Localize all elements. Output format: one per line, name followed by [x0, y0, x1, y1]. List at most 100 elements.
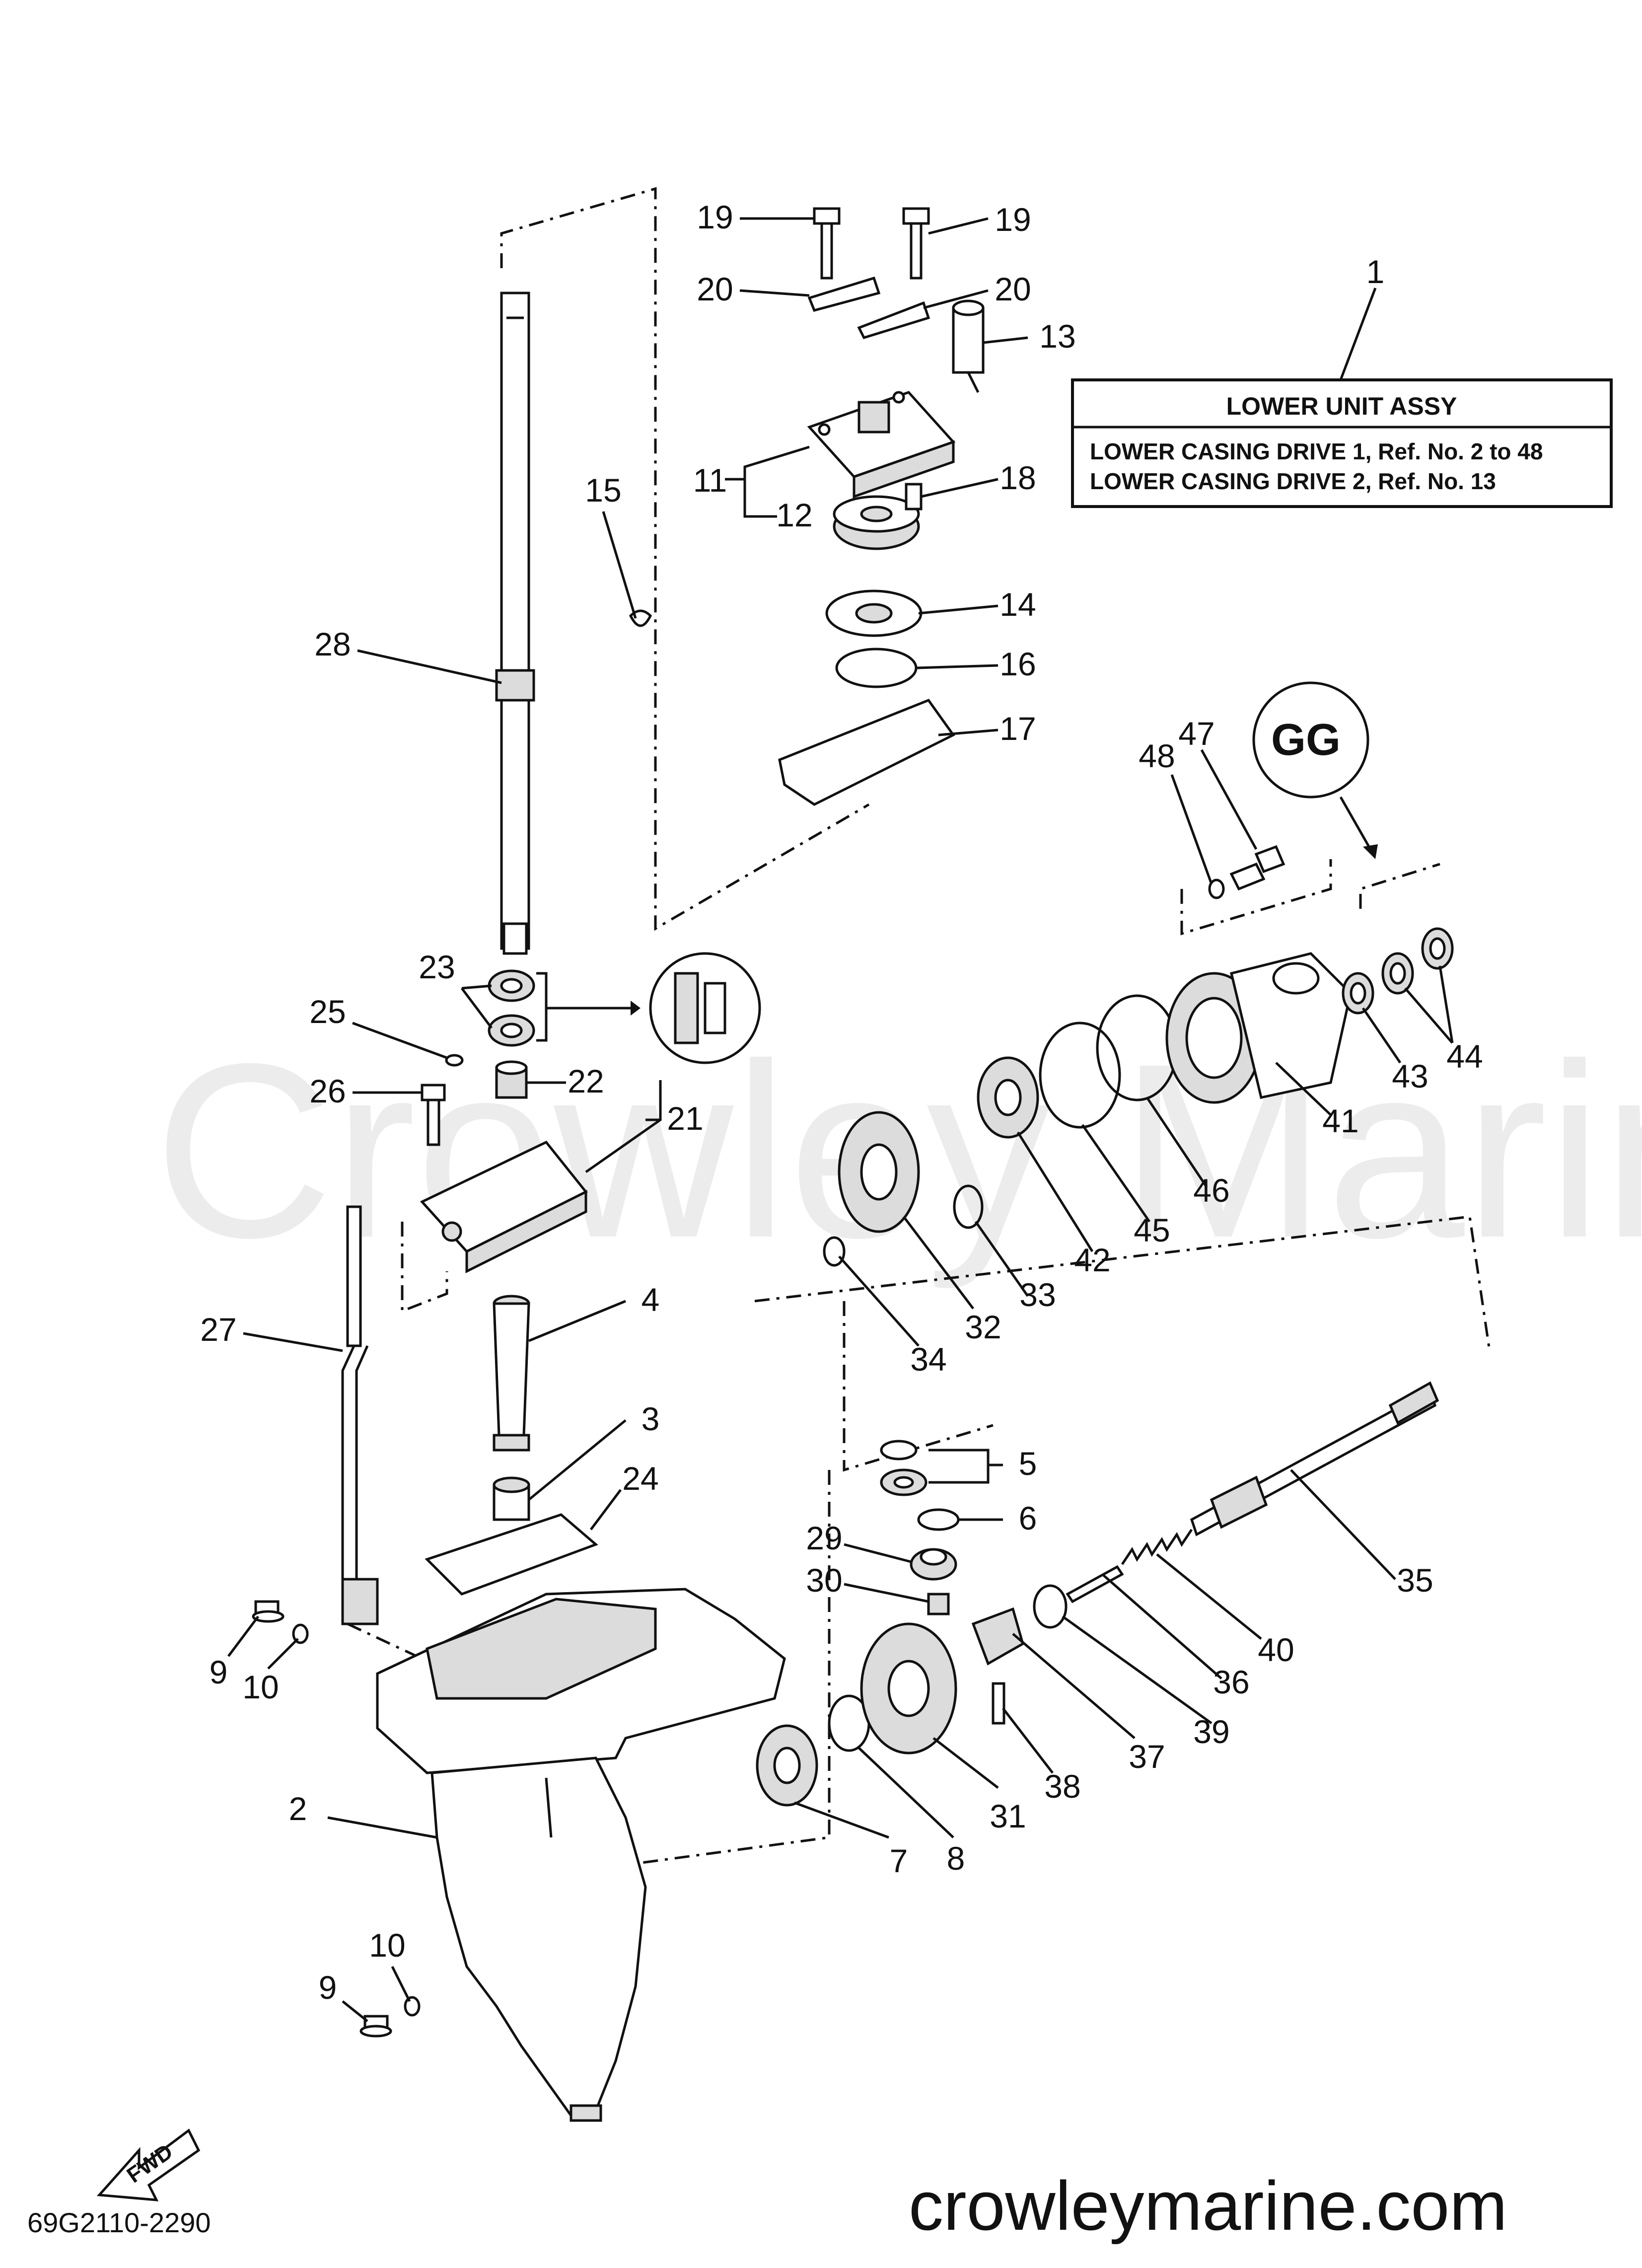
callout-20a: 20 — [697, 271, 733, 307]
callout-24: 24 — [622, 1460, 658, 1497]
shift-plunger — [1066, 1565, 1124, 1604]
callout-35: 35 — [1397, 1562, 1433, 1599]
drive-shaft — [495, 292, 535, 955]
grommet — [493, 1476, 530, 1521]
callout-45: 45 — [1134, 1212, 1170, 1248]
screws-washers-lower — [359, 1996, 421, 2038]
callout-21: 21 — [667, 1100, 703, 1137]
callout-36: 36 — [1213, 1664, 1249, 1700]
website-footer: crowleymarine.com — [909, 2167, 1507, 2245]
callout-3: 3 — [642, 1400, 660, 1437]
svg-text:GG: GG — [1271, 715, 1341, 765]
callout-33: 33 — [1019, 1276, 1056, 1313]
reverse-gear — [838, 1111, 920, 1233]
callout-2: 2 — [289, 1790, 307, 1827]
ball-bearing-42 — [977, 1056, 1039, 1139]
callout-18: 18 — [999, 459, 1036, 496]
assy-box-line-2: LOWER CASING DRIVE 2, Ref. No. 13 — [1090, 468, 1496, 494]
assy-box-line-1: LOWER CASING DRIVE 1, Ref. No. 2 to 48 — [1090, 439, 1543, 464]
callout-10a: 10 — [242, 1669, 279, 1705]
screws-washers-upper — [252, 1600, 309, 1644]
lower-casing — [376, 1588, 786, 2122]
diagram-code: 69G2110-2290 — [27, 2207, 211, 2238]
callout-4: 4 — [642, 1281, 660, 1318]
callout-42: 42 — [1074, 1242, 1110, 1278]
forward-arrow-icon: FWD — [96, 2128, 201, 2201]
callout-41: 41 — [1322, 1102, 1358, 1139]
water-tube-4 — [493, 1295, 530, 1452]
thrust-bearing — [880, 1440, 990, 1496]
callout-27: 27 — [200, 1311, 236, 1348]
bearings — [488, 969, 636, 1047]
callout-22: 22 — [568, 1063, 604, 1099]
callout-16: 16 — [999, 646, 1036, 682]
small-ring — [445, 1054, 464, 1067]
o-ring — [835, 648, 918, 688]
shift-rod — [341, 1205, 379, 1625]
bolts-and-plates — [807, 207, 930, 340]
pinion-gear — [910, 1548, 957, 1581]
callout-12: 12 — [776, 497, 812, 533]
callout-5: 5 — [1019, 1445, 1037, 1482]
callout-37: 37 — [1129, 1738, 1165, 1775]
callout-47: 47 — [1178, 715, 1214, 752]
callout-38: 38 — [1044, 1768, 1080, 1805]
cross-pin — [992, 1682, 1005, 1725]
housing-washer — [1208, 878, 1225, 899]
callout-25: 25 — [309, 993, 346, 1030]
bushing — [495, 1060, 528, 1099]
callout-9b: 9 — [319, 1969, 337, 2006]
callout-1: 1 — [1366, 253, 1385, 290]
callout-14: 14 — [999, 586, 1036, 623]
leader-1 — [1339, 288, 1377, 380]
callout-40: 40 — [1258, 1631, 1294, 1668]
housing-bolt — [1229, 845, 1285, 891]
water-pump-housing — [807, 391, 956, 499]
spring — [1121, 1529, 1193, 1565]
o-ring-39 — [1033, 1584, 1068, 1629]
callout-48: 48 — [1139, 737, 1175, 774]
callout-43: 43 — [1392, 1058, 1428, 1095]
callout-31: 31 — [990, 1798, 1026, 1834]
callout-labels: 1 2 3 4 5 6 7 8 9 9 10 10 11 12 13 14 15… — [200, 199, 1483, 2006]
impeller — [825, 589, 923, 637]
callout-8: 8 — [947, 1840, 965, 1877]
lubricant-symbol — [631, 952, 761, 1064]
callout-19a: 19 — [697, 199, 733, 235]
callout-13: 13 — [1039, 318, 1075, 355]
gasket — [425, 1513, 598, 1596]
outer-plate-cartridge — [778, 698, 955, 806]
callout-6: 6 — [1019, 1500, 1037, 1536]
callout-11: 11 — [693, 462, 727, 499]
callout-46: 46 — [1193, 1172, 1229, 1209]
dowel-pin — [905, 483, 923, 511]
shim-33 — [953, 1184, 984, 1229]
callout-44: 44 — [1446, 1038, 1483, 1075]
ball-bearing-7 — [756, 1724, 818, 1807]
grease-symbol: GG — [1252, 681, 1378, 859]
callout-17: 17 — [999, 710, 1036, 747]
callout-10b: 10 — [369, 1927, 405, 1964]
shim — [917, 1508, 960, 1531]
pump-insert — [833, 495, 920, 550]
callout-32: 32 — [965, 1309, 1001, 1345]
callout-30: 30 — [806, 1562, 842, 1599]
callout-20b: 20 — [995, 271, 1031, 307]
assy-info-box: LOWER UNIT ASSY LOWER CASING DRIVE 1, Re… — [1071, 378, 1613, 508]
forward-gear — [860, 1622, 957, 1755]
seal-housing — [420, 1140, 588, 1274]
pinion-nut — [927, 1593, 950, 1615]
callout-34: 34 — [910, 1341, 946, 1378]
propeller-shaft — [1190, 1381, 1439, 1536]
callout-39: 39 — [1193, 1713, 1229, 1750]
leader-lines — [227, 217, 1454, 2022]
oil-seals-44 — [1381, 927, 1454, 995]
callout-19b: 19 — [995, 201, 1031, 238]
callout-23: 23 — [419, 949, 455, 985]
oil-seal-43 — [1342, 972, 1374, 1015]
prop-shaft-housing — [1165, 952, 1352, 1104]
callout-29: 29 — [806, 1520, 842, 1556]
callout-15: 15 — [585, 472, 621, 509]
o-ring-45 — [1039, 1022, 1121, 1129]
